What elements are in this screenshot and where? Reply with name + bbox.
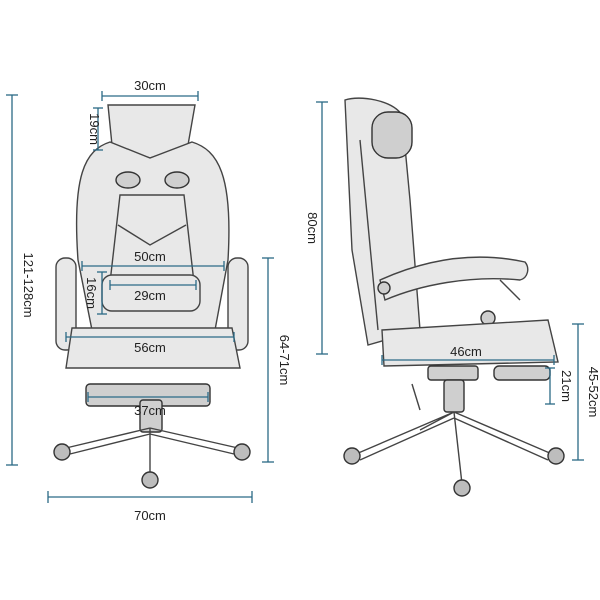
dim-total-height: 121-128cm xyxy=(6,94,36,466)
label-footrest-height: 21cm xyxy=(559,370,574,402)
dim-lumbar-width: 29cm xyxy=(109,280,197,303)
dim-armrest-height: 64-71cm xyxy=(262,257,292,463)
label-backrest-height: 80cm xyxy=(305,212,320,244)
label-seat-depth: 46cm xyxy=(450,344,482,359)
label-headrest-width: 30cm xyxy=(134,78,166,93)
side-chair-illustration xyxy=(343,97,565,497)
dim-base-width: 70cm xyxy=(47,491,253,523)
label-lumbar-width: 29cm xyxy=(134,288,166,303)
dim-backrest-height: 80cm xyxy=(305,101,328,355)
dim-seat-depth: 46cm xyxy=(381,344,555,365)
front-chair-illustration xyxy=(53,104,251,489)
dim-headrest-width: 30cm xyxy=(101,78,199,101)
dim-seat-width: 56cm xyxy=(65,332,235,355)
label-footrest-width: 37cm xyxy=(134,403,166,418)
label-inner-seat-width: 50cm xyxy=(134,249,166,264)
label-lumbar-height: 16cm xyxy=(84,277,99,309)
dim-footrest-width: 37cm xyxy=(87,392,209,418)
label-headrest-height: 19cm xyxy=(87,113,102,145)
label-total-height: 121-128cm xyxy=(21,252,36,317)
label-base-width: 70cm xyxy=(134,508,166,523)
dim-footrest-height: 21cm xyxy=(545,367,574,405)
label-seat-height: 45-52cm xyxy=(586,367,600,418)
dim-seat-height: 45-52cm xyxy=(572,323,600,461)
label-seat-width: 56cm xyxy=(134,340,166,355)
dim-lumbar-height: 16cm xyxy=(84,271,107,315)
dim-inner-seat-width: 50cm xyxy=(81,249,225,271)
label-armrest-height: 64-71cm xyxy=(277,335,292,386)
dim-headrest-height: 19cm xyxy=(87,107,103,151)
